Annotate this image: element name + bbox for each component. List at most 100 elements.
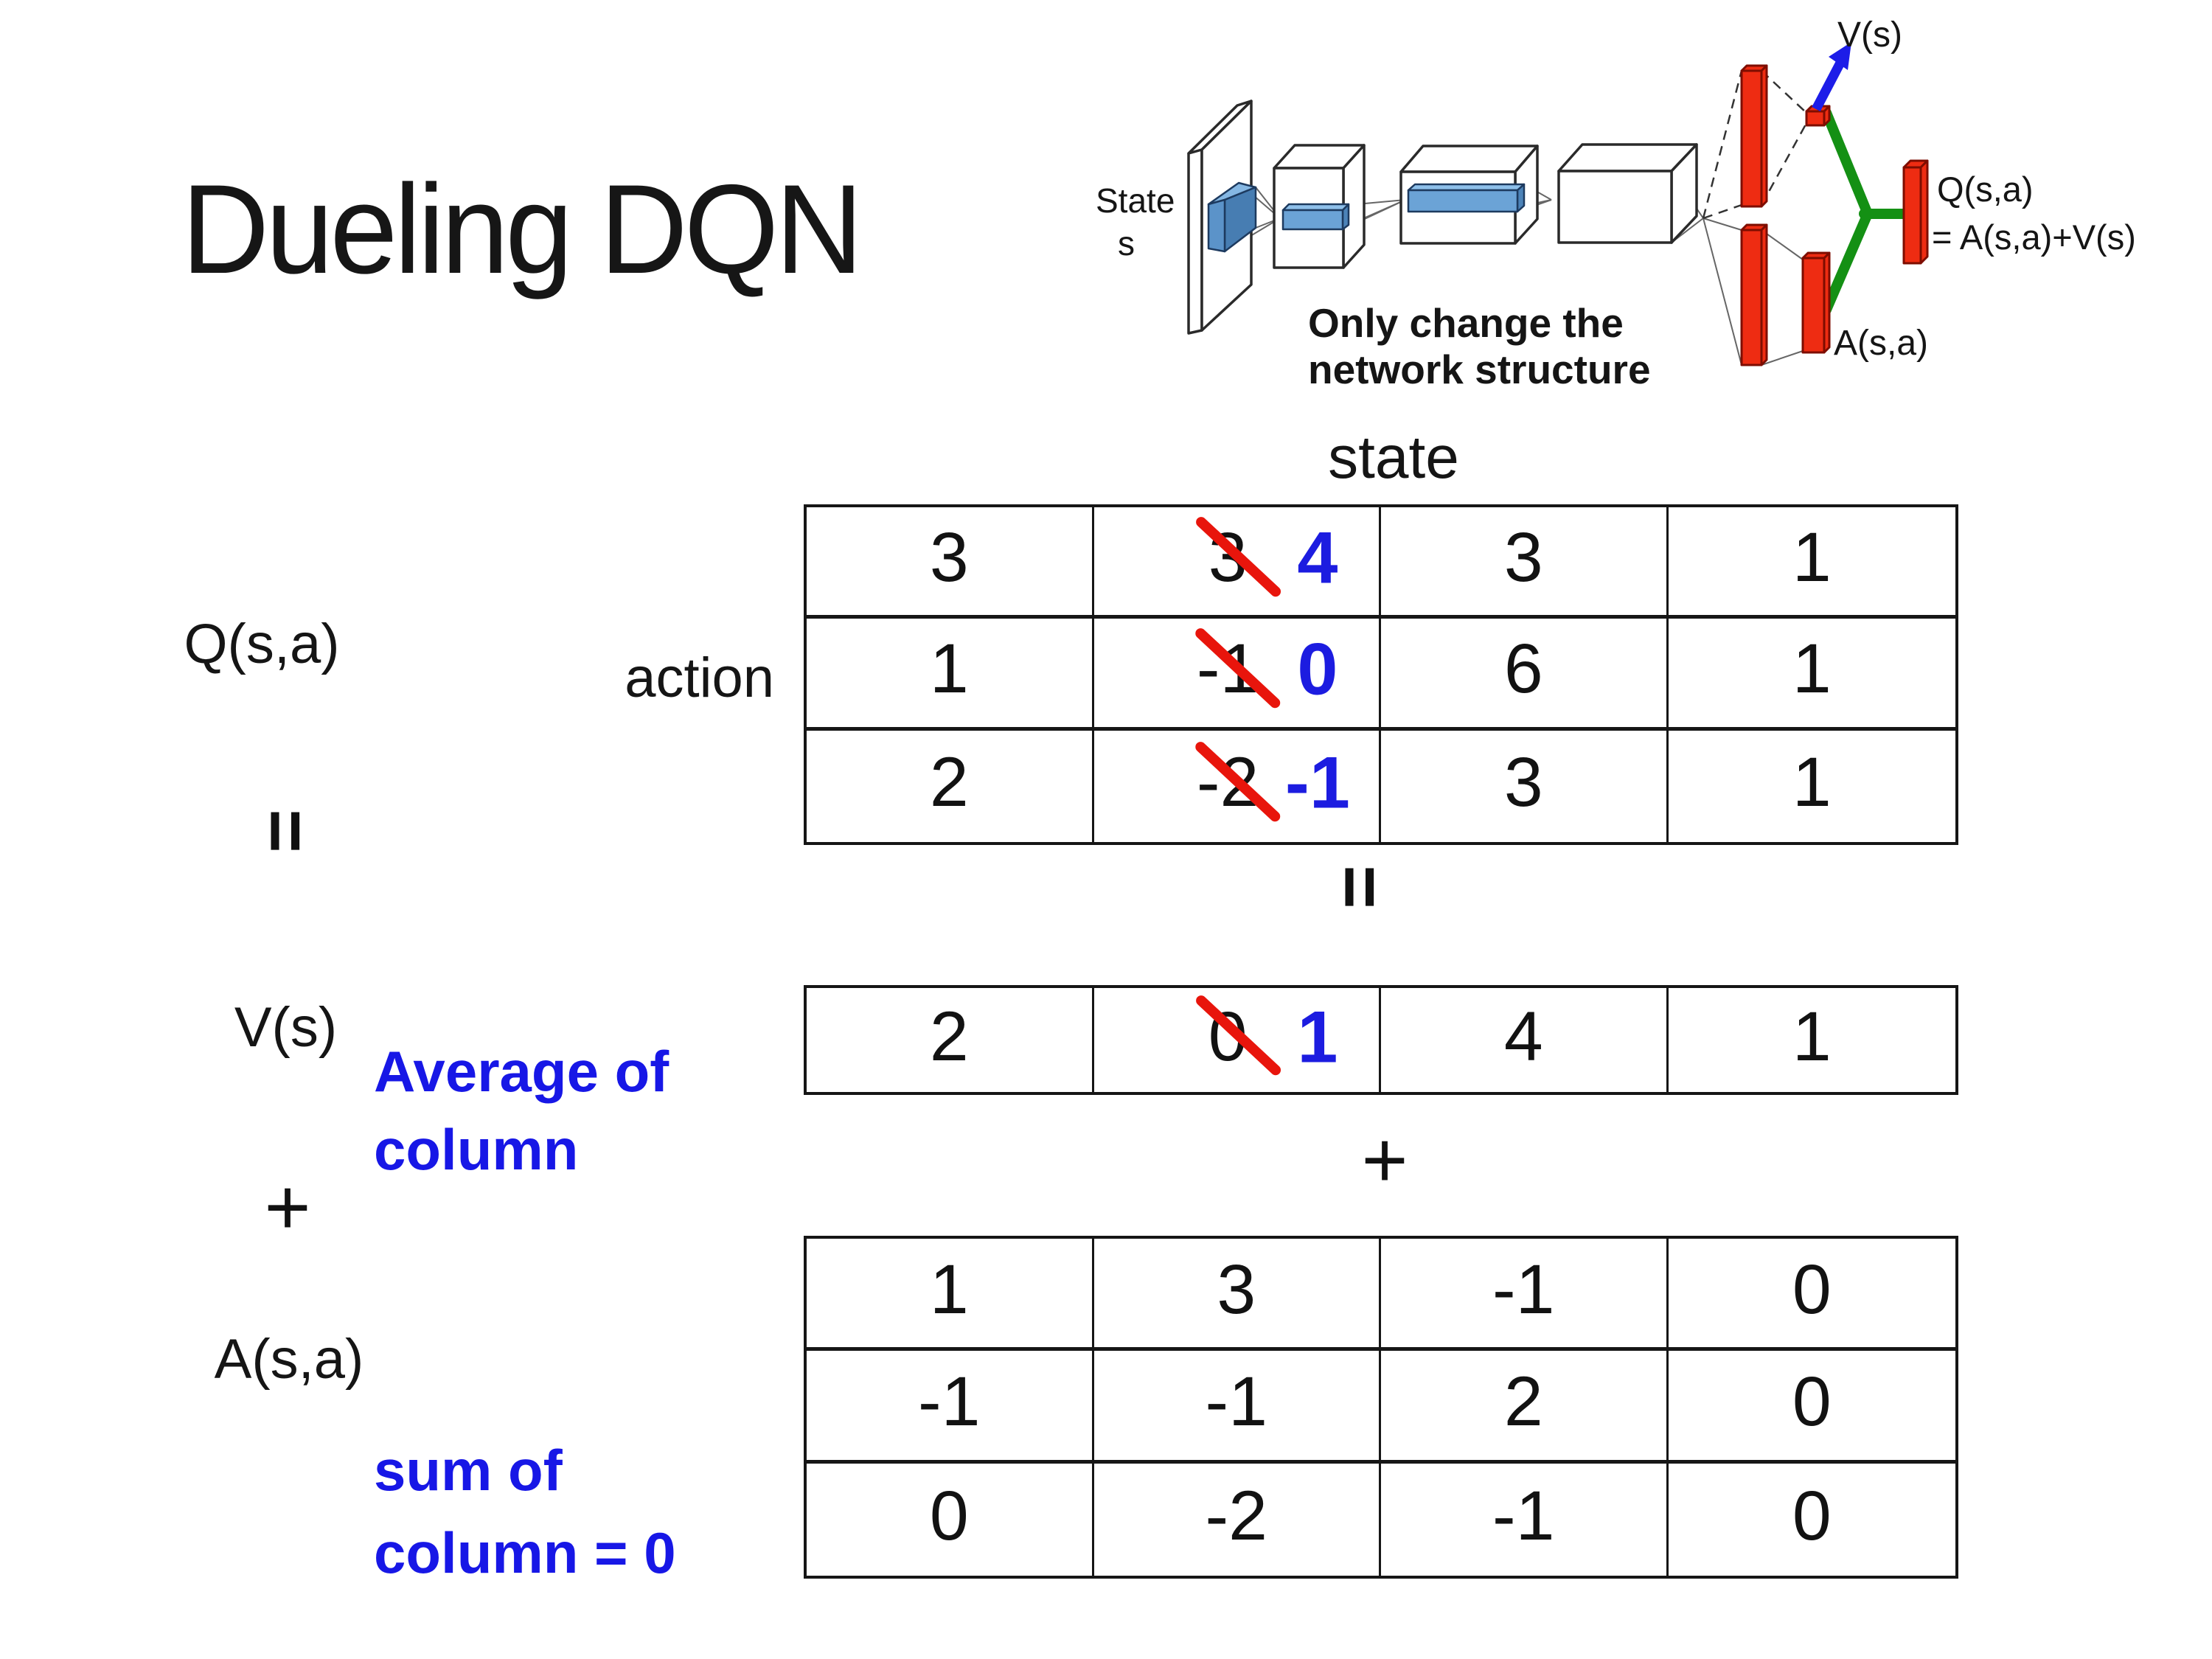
note-line: Average of	[374, 1039, 669, 1104]
old-value: 3	[1193, 514, 1283, 599]
cell-value: 3	[1503, 743, 1543, 822]
table-cell: 1	[807, 619, 1094, 731]
dueling-network-diagram: State s V(s) Q(s,a) = A(s,a)+V(s) A(s,a)…	[1096, 15, 2136, 392]
cell-value: -2	[1205, 1476, 1267, 1555]
table-cell: 1	[1669, 988, 1956, 1092]
table-cell: 2	[807, 988, 1094, 1092]
cell-value: -1	[1492, 1250, 1555, 1329]
table-cell: 0	[1668, 1351, 1955, 1464]
cell-value: 1	[929, 630, 969, 709]
equals-sign-center: =	[1318, 865, 1403, 909]
table-cell: 3	[1093, 1239, 1381, 1352]
v-row-label: V(s)	[234, 996, 338, 1059]
equals-sign-left: =	[244, 809, 329, 853]
struck-value-wrap: -1	[1193, 626, 1283, 711]
diagram-a-output-label: A(s,a)	[1834, 324, 1928, 363]
table-cell: -1	[1093, 1351, 1381, 1464]
conv-layer-cubes	[1187, 100, 1698, 335]
action-axis-label: action	[625, 647, 774, 709]
cell-value: 0	[1792, 1250, 1832, 1329]
cell-value: 0	[929, 1476, 969, 1555]
table-cell: 2	[807, 730, 1094, 842]
old-value: -1	[1193, 626, 1283, 711]
table-cell: 0	[1669, 1464, 1956, 1576]
diagram-q-output-label: Q(s,a)	[1937, 170, 2034, 209]
struck-value-wrap: 0	[1193, 993, 1283, 1078]
table-cell: 3	[1381, 730, 1669, 842]
note-line: column = 0	[374, 1520, 676, 1585]
q-matrix-label: Q(s,a)	[184, 613, 340, 675]
red-strikethrough	[1193, 740, 1283, 824]
diagram-note-line2: network structure	[1308, 347, 1651, 392]
table-cell: 1	[1669, 731, 1956, 842]
diagram-state-label: State	[1096, 181, 1175, 220]
cell-value: 0	[1792, 1363, 1832, 1441]
cell-value: 4	[1503, 997, 1543, 1076]
a-matrix-label: A(s,a)	[214, 1328, 364, 1391]
table-cell: 4	[1381, 988, 1669, 1092]
cell-value: -1	[1492, 1476, 1555, 1555]
table-cell: 0	[807, 1463, 1094, 1576]
corrected-value: -1	[1284, 741, 1350, 824]
table-cell: 1	[1668, 619, 1955, 731]
table-cell: 1	[807, 1239, 1094, 1352]
corrected-value: 1	[1297, 995, 1338, 1077]
struck-value-wrap: 3	[1193, 514, 1283, 599]
diagram-v-output-label: V(s)	[1837, 15, 1902, 55]
table-cell: 3	[807, 507, 1094, 619]
cell-value: 1	[1792, 630, 1832, 709]
diagram-note-line1: Only change the	[1308, 300, 1624, 346]
cell-value: 0	[1792, 1476, 1832, 1555]
red-strikethrough	[1193, 514, 1283, 599]
page-title: Dueling DQN	[181, 159, 863, 300]
struck-value-wrap: -2	[1193, 740, 1283, 824]
diagram-q-formula-label: = A(s,a)+V(s)	[1932, 218, 2136, 257]
diagram-state-s-label: s	[1118, 224, 1135, 262]
feature-map-boxes	[1207, 181, 1526, 253]
cell-value: -1	[1205, 1363, 1267, 1441]
table-cell: 6	[1381, 619, 1669, 731]
cell-value: 1	[1792, 743, 1832, 822]
table-cell: -1	[1381, 1463, 1669, 1576]
v-output-arrow	[1812, 42, 1851, 112]
sum-of-column-note: sum of column = 0	[374, 1429, 676, 1594]
v-stream-dashed-lines	[1702, 70, 1808, 220]
a-table: 1 3 -1 0 -1 -1 2 0 0 -2 -1 0	[804, 1236, 1958, 1579]
old-value: -2	[1193, 740, 1283, 824]
table-cell: -1	[1381, 1239, 1669, 1352]
cell-value: 2	[929, 743, 969, 822]
plus-sign-left: +	[264, 1161, 311, 1251]
old-value: 0	[1193, 993, 1283, 1078]
table-cell: -1	[807, 1351, 1094, 1464]
cell-value: 3	[1503, 518, 1543, 597]
cell-value: 6	[1503, 630, 1543, 709]
red-strikethrough	[1193, 626, 1283, 711]
cell-value: 2	[1503, 1363, 1543, 1441]
table-cell: 2	[1381, 1351, 1669, 1464]
plus-sign-center: +	[1361, 1114, 1408, 1204]
note-line: column	[374, 1117, 579, 1182]
table-cell: -2-1	[1094, 730, 1381, 842]
cell-value: 1	[1792, 518, 1832, 597]
aggregation-links	[1821, 108, 1910, 315]
table-cell: 3	[1381, 507, 1669, 619]
table-cell: -2	[1094, 1463, 1381, 1576]
corrected-value: 4	[1297, 516, 1338, 599]
table-cell: 1	[1668, 507, 1955, 619]
average-of-column-note: Average of column	[374, 1032, 669, 1189]
fc-layer-bars	[1740, 64, 1929, 366]
note-line: sum of	[374, 1438, 563, 1503]
state-axis-label: state	[1328, 424, 1459, 491]
cell-value: 2	[929, 997, 969, 1076]
table-cell: 0	[1668, 1239, 1955, 1352]
corrected-value: 0	[1297, 627, 1338, 710]
cell-value: 3	[929, 518, 969, 597]
cell-value: 1	[929, 1250, 969, 1329]
cell-value: -1	[918, 1363, 981, 1441]
